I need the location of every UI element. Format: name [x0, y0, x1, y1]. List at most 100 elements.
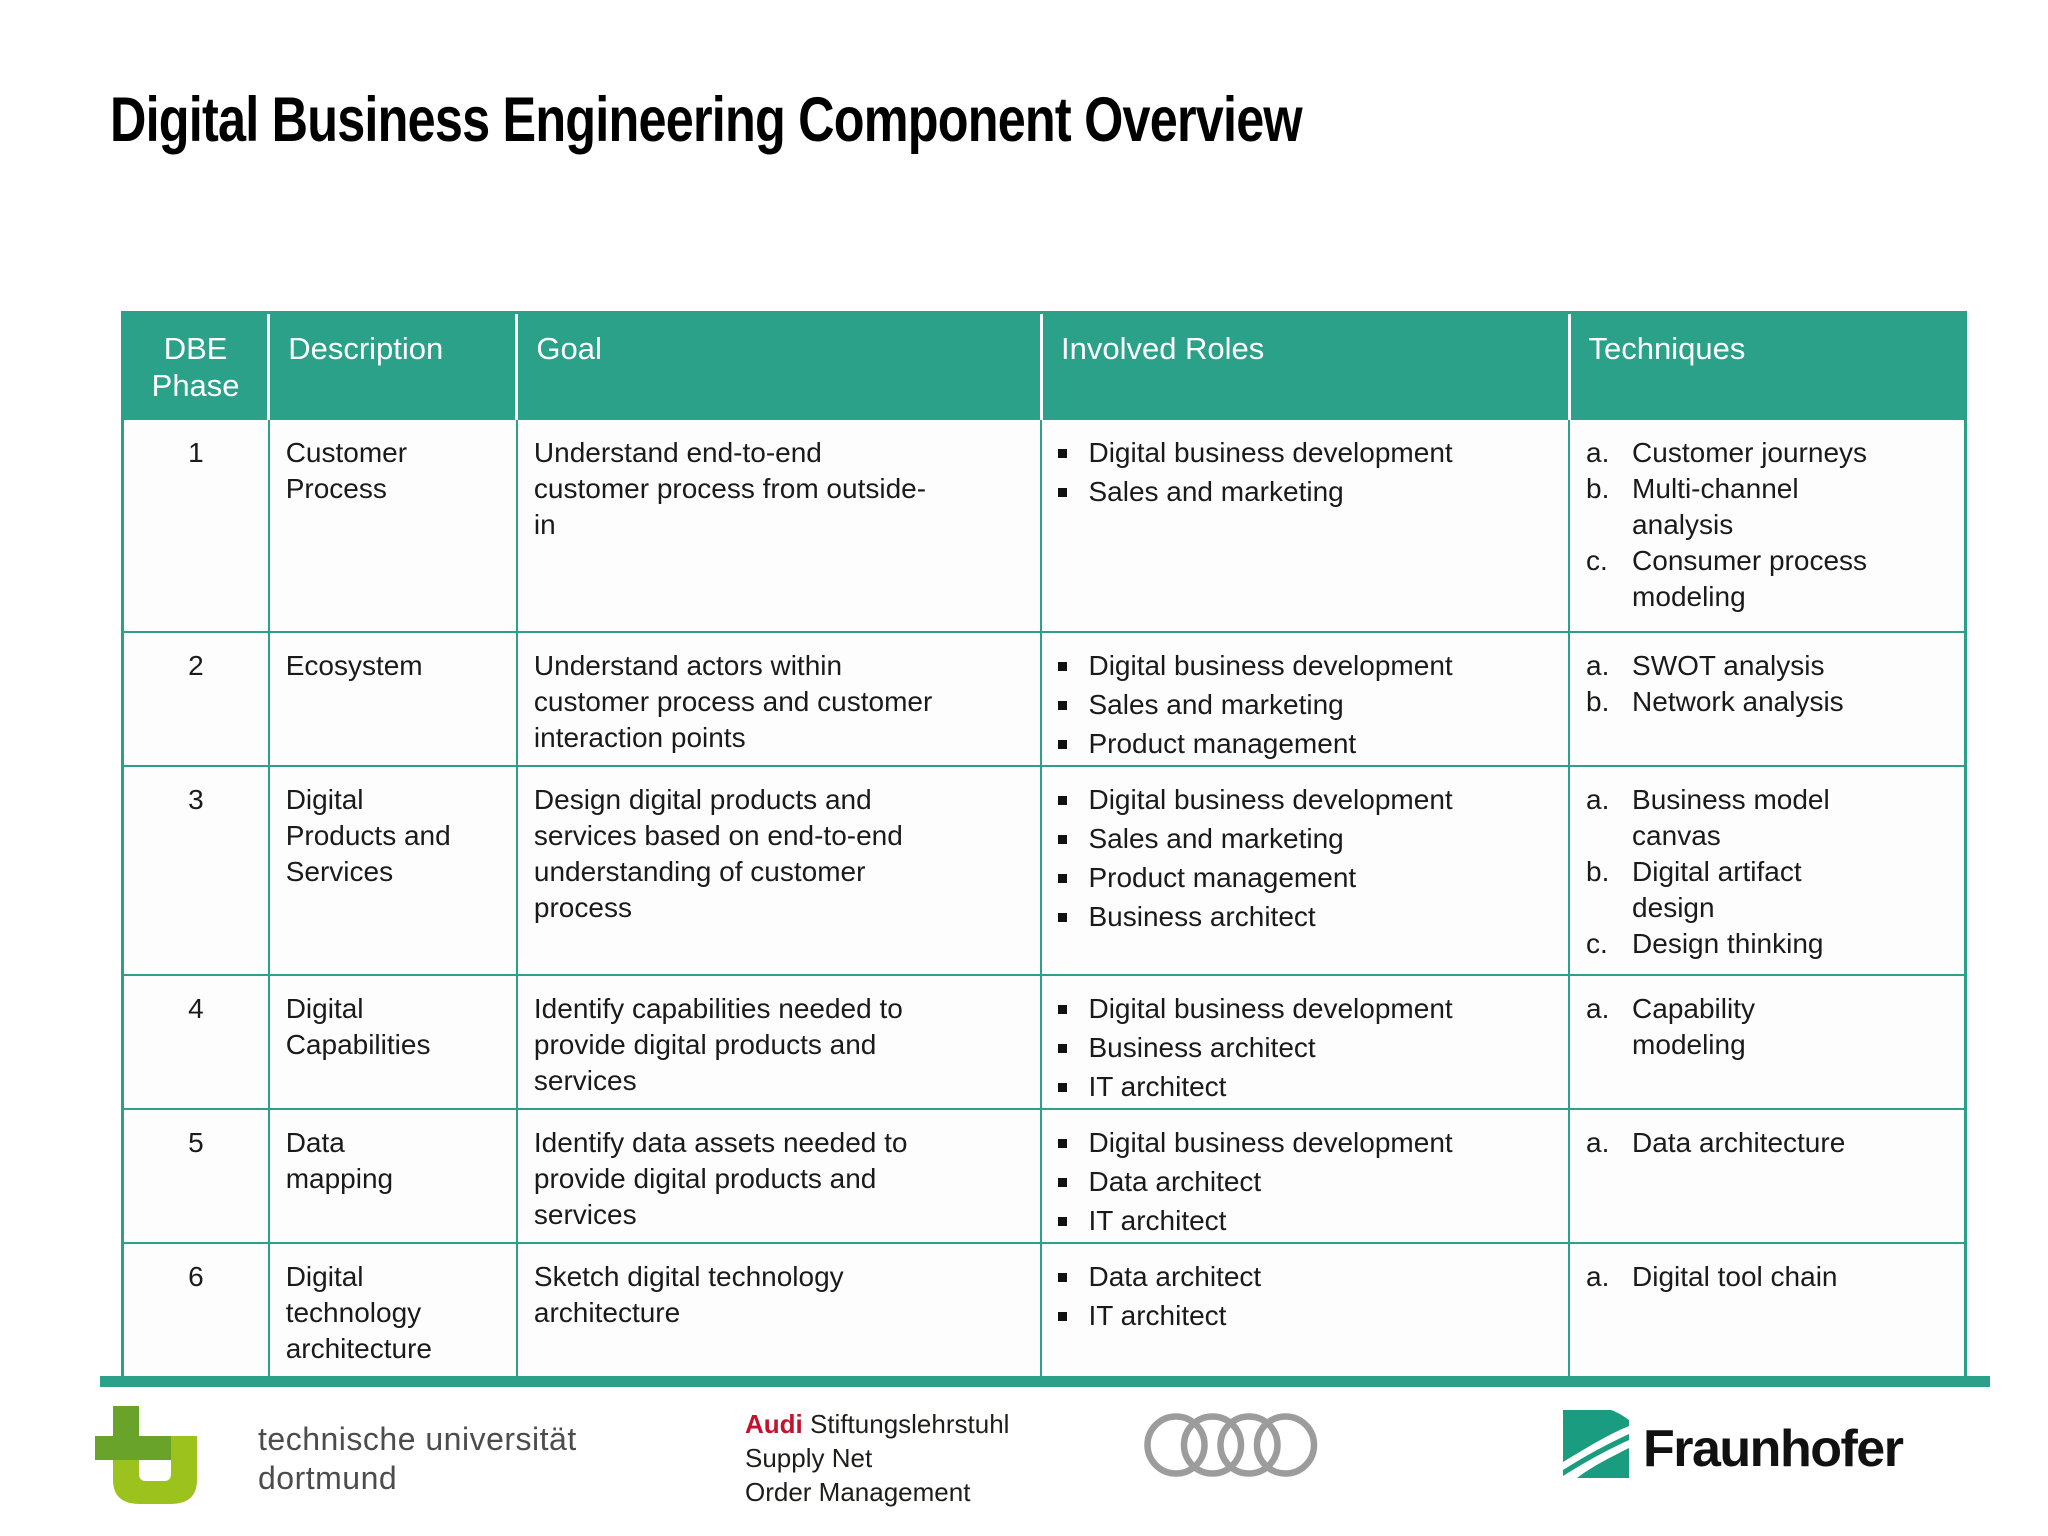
technique-text: Consumer process modeling — [1632, 545, 1868, 612]
audi-brand-text: Audi — [745, 1409, 803, 1439]
technique-item: b.Multi-channel analysis — [1586, 471, 1948, 543]
technique-text: Digital tool chain — [1632, 1261, 1838, 1292]
technique-text: Digital artifact design — [1632, 856, 1802, 923]
fraunhofer-wordmark: Fraunhofer — [1643, 1420, 1904, 1478]
technique-text: Network analysis — [1632, 686, 1844, 717]
technique-label: c. — [1586, 545, 1608, 576]
cell-phase: 6 — [124, 1242, 270, 1380]
tu-logo-icon — [95, 1406, 197, 1504]
tu-dortmund-logo — [95, 1406, 245, 1509]
technique-label: b. — [1586, 856, 1610, 887]
cell-phase: 3 — [124, 765, 270, 975]
technique-label: c. — [1586, 928, 1608, 959]
cell-techniques: a. Digital tool chain — [1569, 1242, 1964, 1380]
dbe-overview-table: DBE Phase Description Goal Involved Role… — [121, 311, 1967, 1383]
bullet-icon — [1058, 1083, 1068, 1092]
audi-chair-line2: Supply Net — [745, 1443, 873, 1473]
role-item: IT architect — [1058, 1069, 1552, 1105]
role-text: IT architect — [1088, 1300, 1227, 1331]
bullet-icon — [1058, 662, 1068, 671]
technique-label: a. — [1586, 1261, 1610, 1292]
tu-text-line2: dortmund — [258, 1460, 398, 1496]
cell-description: Data mapping — [268, 1108, 518, 1243]
audi-chair-line3: Order Management — [745, 1477, 971, 1507]
col-header-dbe-phase: DBE Phase — [124, 314, 271, 420]
bullet-icon — [1058, 1178, 1068, 1187]
bullet-icon — [1058, 796, 1068, 805]
technique-label: b. — [1586, 686, 1610, 717]
technique-text: Data architecture — [1632, 1127, 1846, 1158]
role-item: Digital business development — [1058, 1125, 1552, 1161]
technique-text: Design thinking — [1632, 928, 1824, 959]
cell-description: Digital technology architecture — [268, 1242, 518, 1380]
bullet-icon — [1058, 449, 1068, 458]
audi-chair-wordmark: Audi Stiftungslehrstuhl Supply Net Order… — [745, 1407, 1009, 1509]
technique-item: a.Customer journeys — [1586, 435, 1948, 471]
technique-item: a.Data architecture — [1586, 1125, 1948, 1161]
technique-text: SWOT analysis — [1632, 650, 1825, 681]
role-item: Digital business development — [1058, 435, 1552, 471]
role-text: Business architect — [1088, 901, 1316, 932]
role-item: Digital business development — [1058, 782, 1552, 818]
role-item: Sales and marketing — [1058, 474, 1552, 510]
bullet-icon — [1058, 740, 1068, 749]
fraunhofer-icon — [1563, 1410, 1629, 1478]
cell-phase: 2 — [124, 631, 270, 766]
cell-description: Digital Products and Services — [268, 765, 518, 975]
col-header-description: Description — [268, 314, 519, 420]
role-item: IT architect — [1058, 1203, 1552, 1239]
cell-goal: Understand end-to-end customer process f… — [516, 420, 1043, 632]
technique-label: a. — [1586, 784, 1610, 815]
bullet-icon — [1058, 701, 1068, 710]
role-item: Digital business development — [1058, 648, 1552, 684]
technique-item: a. Capability modeling — [1586, 991, 1948, 1063]
role-text: Business architect — [1088, 1032, 1316, 1063]
role-item: Product management — [1058, 726, 1552, 762]
cell-goal: Identify data assets needed to provide d… — [516, 1108, 1043, 1243]
role-item: Data architect — [1058, 1164, 1552, 1200]
role-item: Business architect — [1058, 1030, 1552, 1066]
bullet-icon — [1058, 1217, 1068, 1226]
cell-techniques: a. Capability modeling — [1569, 974, 1964, 1109]
technique-text: Multi-channel analysis — [1632, 473, 1799, 540]
technique-label: a. — [1586, 993, 1610, 1024]
role-text: Digital business development — [1088, 784, 1453, 815]
technique-text: Capability modeling — [1632, 993, 1755, 1060]
col-header-goal: Goal — [516, 314, 1043, 420]
table-header-row: DBE Phase Description Goal Involved Role… — [124, 314, 1964, 420]
bullet-icon — [1058, 1273, 1068, 1282]
role-text: Sales and marketing — [1088, 823, 1344, 854]
cell-description: Digital Capabilities — [268, 974, 518, 1109]
role-item: Sales and marketing — [1058, 821, 1552, 857]
role-item: Product management — [1058, 860, 1552, 896]
cell-techniques: a.Data architecture — [1569, 1108, 1964, 1243]
page-title: Digital Business Engineering Component O… — [110, 85, 1303, 155]
technique-item: a.Business model canvas — [1586, 782, 1948, 854]
technique-text: Customer journeys — [1632, 437, 1868, 468]
bullet-icon — [1058, 913, 1068, 922]
role-text: Digital business development — [1088, 650, 1453, 681]
cell-description: Customer Process — [268, 420, 518, 632]
bullet-icon — [1058, 1044, 1068, 1053]
role-text: Digital business development — [1088, 993, 1453, 1024]
role-text: Digital business development — [1088, 437, 1453, 468]
table: DBE Phase Description Goal Involved Role… — [124, 314, 1964, 1380]
cell-goal: Sketch digital technology architecture — [516, 1242, 1043, 1380]
tu-dortmund-wordmark: technische universität dortmund — [258, 1420, 577, 1498]
bullet-icon — [1058, 835, 1068, 844]
